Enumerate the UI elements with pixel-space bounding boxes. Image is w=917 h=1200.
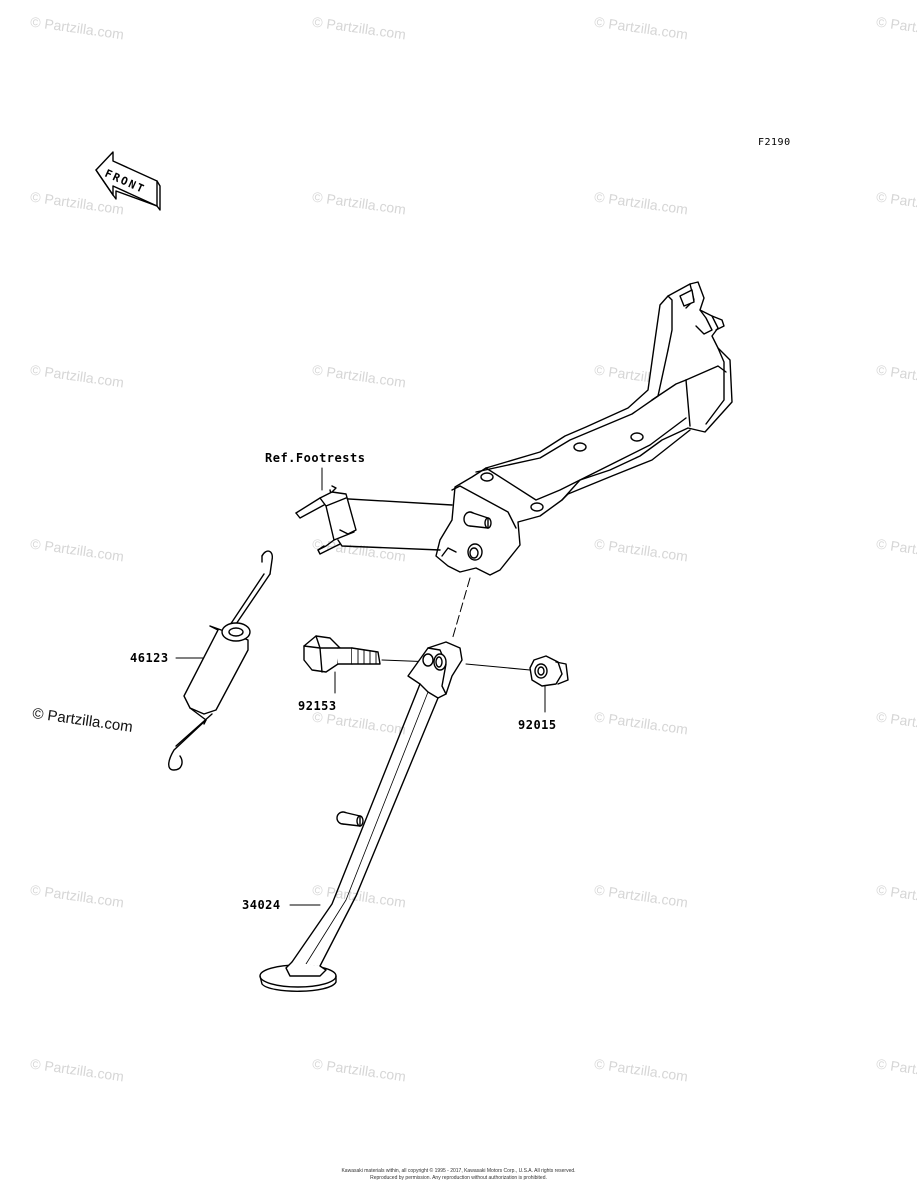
- nut-92015: [529, 655, 569, 687]
- frame-bracket: [435, 281, 733, 576]
- copyright-line-2: Reproduced by permission. Any reproducti…: [370, 1175, 547, 1181]
- footrest-bracket: [295, 485, 453, 555]
- spring-46123: [168, 550, 274, 771]
- callout-92015: 92015: [518, 718, 557, 732]
- copyright-footer: Kawasaki materials within, all copyright…: [0, 1168, 917, 1182]
- side-stand-34024: [259, 641, 463, 992]
- callout-ref-footrests: Ref.Footrests: [265, 451, 366, 465]
- figure-code: F2190: [758, 137, 791, 148]
- front-arrow-icon: FRONT: [95, 151, 161, 211]
- bolt-92153: [303, 635, 381, 673]
- copyright-line-1: Kawasaki materials within, all copyright…: [341, 1168, 576, 1174]
- callout-46123: 46123: [130, 651, 169, 665]
- callout-34024: 34024: [242, 898, 281, 912]
- callout-92153: 92153: [298, 699, 337, 713]
